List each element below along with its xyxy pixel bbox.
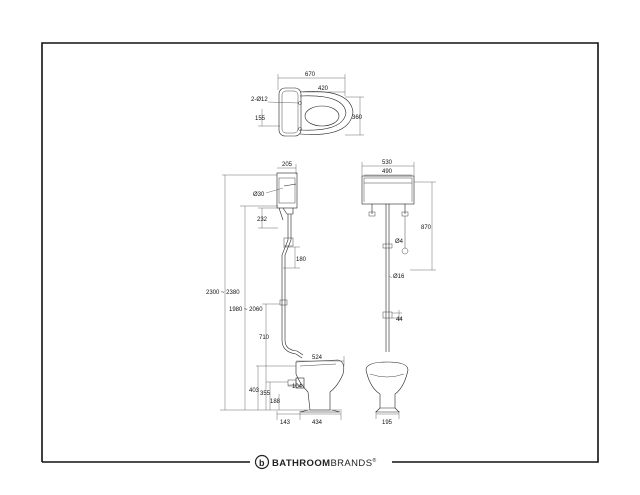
dim-143: 143 <box>280 420 291 426</box>
brand-name-bold: BATHROOM <box>272 458 330 469</box>
dim-155: 155 <box>255 116 266 122</box>
top-view: 670 420 2-Ø12 155 360 <box>251 72 364 137</box>
dim-360: 360 <box>352 115 363 121</box>
brand-registered: ® <box>372 457 376 464</box>
dim-524: 524 <box>312 355 323 361</box>
dim-d16: Ø16 <box>393 274 405 280</box>
dim-710: 710 <box>259 335 270 341</box>
brand-logo: b BATHROOMBRANDS® <box>254 454 377 470</box>
dim-d4: Ø4 <box>395 239 404 245</box>
dim-420: 420 <box>318 86 329 92</box>
dim-180: 180 <box>296 257 307 263</box>
brand-logo-letter: b <box>259 458 265 468</box>
dim-2300-2380: 2300 ~ 2380 <box>206 290 240 296</box>
side-view: 205 Ø30 232 180 2300 ~ 2380 1980 ~ 2060 … <box>206 162 345 426</box>
dim-d30: Ø30 <box>253 192 265 198</box>
dim-44: 44 <box>396 317 403 323</box>
drawing-frame <box>41 42 599 463</box>
dim-205: 205 <box>282 162 293 168</box>
dim-2-d12: 2-Ø12 <box>251 97 268 103</box>
dim-188: 188 <box>270 399 281 405</box>
brand-name: BATHROOMBRANDS® <box>272 457 377 469</box>
dim-104: 104 <box>292 384 303 390</box>
dim-355: 355 <box>260 391 271 397</box>
dim-870: 870 <box>421 225 432 231</box>
front-view: 530 490 870 Ø4 Ø16 44 195 <box>361 160 436 426</box>
dim-195: 195 <box>382 420 393 426</box>
dim-434: 434 <box>312 420 323 426</box>
brand-name-regular: BRANDS <box>330 458 372 469</box>
dim-530: 530 <box>382 160 393 166</box>
dim-232: 232 <box>257 217 268 223</box>
dim-1980-2060: 1980 ~ 2060 <box>229 307 263 313</box>
dim-490: 490 <box>382 169 393 175</box>
dim-670: 670 <box>305 72 316 78</box>
dim-403: 403 <box>249 388 260 394</box>
